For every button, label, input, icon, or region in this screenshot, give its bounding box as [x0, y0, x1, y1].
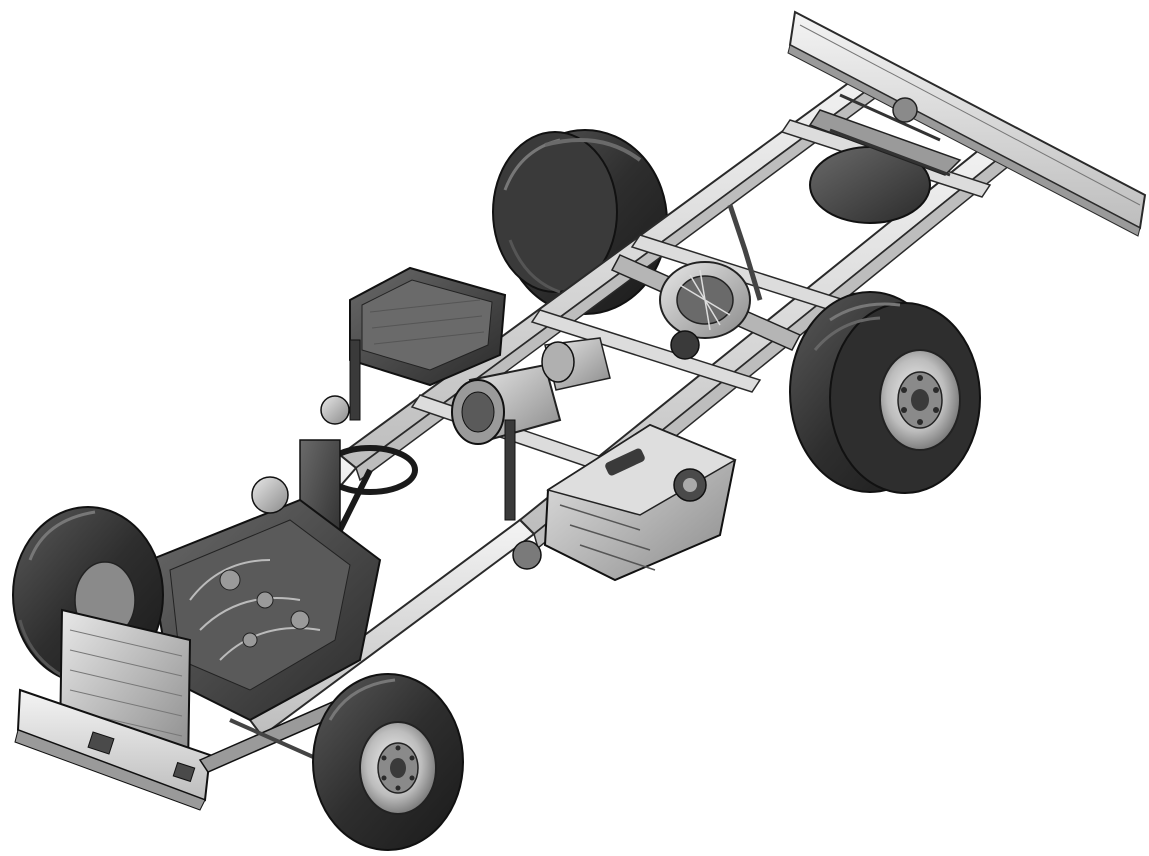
rear-bumper-bar [787, 10, 1147, 237]
air-tank-cylinders [451, 337, 611, 445]
air-filter-box [349, 266, 507, 421]
rear-right-dual-wheel [789, 291, 981, 494]
front-bumper [14, 688, 212, 811]
fuel-tank [512, 423, 737, 582]
rear-left-dual-wheel [492, 129, 668, 315]
rear-axle-differential [610, 204, 802, 360]
engine-block [148, 395, 382, 722]
front-right-wheel [312, 673, 464, 851]
rear-suspension-assembly [808, 93, 962, 224]
